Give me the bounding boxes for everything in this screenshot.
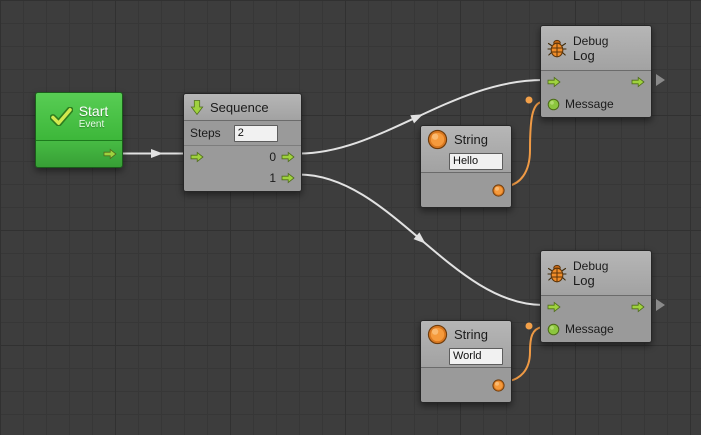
node-sequence[interactable]: Sequence Steps 0 1: [183, 93, 302, 192]
flow-continuation-arrow: [656, 74, 665, 86]
node-title: Start: [78, 102, 109, 119]
node-subtitle: Event: [78, 118, 105, 130]
node-title: String: [454, 131, 488, 147]
message-label: Message: [565, 322, 614, 336]
node-debug-log-bottom[interactable]: Debug Log Message: [540, 250, 652, 343]
flow-input-port[interactable]: [547, 301, 561, 313]
node-title: Log: [573, 272, 595, 288]
string-value-icon: [427, 324, 448, 345]
output-0-label: 0: [269, 149, 276, 164]
flow-output-port-1[interactable]: [281, 172, 295, 184]
string-value-input[interactable]: [449, 152, 503, 170]
flow-input-port[interactable]: [547, 76, 561, 88]
steps-label: Steps: [190, 126, 221, 140]
steps-input[interactable]: [233, 124, 278, 142]
wire-arrowhead: [151, 149, 163, 158]
wire-string-world-to-message-bottom[interactable]: [499, 326, 543, 383]
check-icon: [49, 107, 73, 126]
wire-arrowhead: [413, 232, 426, 244]
wire-endpoint-dot: [525, 322, 533, 330]
node-string-hello[interactable]: String: [420, 125, 512, 208]
output-1-label: 1: [269, 170, 276, 185]
wire-arrowhead: [410, 114, 424, 124]
flow-continuation-arrow: [656, 299, 665, 311]
string-output-port[interactable]: [492, 378, 505, 392]
sequence-down-arrow-icon: [190, 99, 204, 116]
flow-output-port[interactable]: [103, 148, 117, 160]
node-title: Sequence: [210, 99, 269, 115]
node-category: Debug: [573, 33, 609, 48]
flow-output-port-0[interactable]: [281, 151, 295, 163]
string-value-input[interactable]: [449, 347, 503, 365]
string-output-port[interactable]: [492, 183, 505, 197]
message-input-port[interactable]: [547, 323, 560, 336]
message-input-port[interactable]: [547, 98, 560, 111]
wire-endpoint-dot: [525, 96, 533, 104]
node-debug-log-top[interactable]: Debug Log Message: [540, 25, 652, 118]
bug-icon: [547, 264, 567, 283]
bug-icon: [547, 39, 567, 58]
flow-input-port[interactable]: [190, 151, 204, 163]
message-label: Message: [565, 97, 614, 111]
node-title: String: [454, 326, 488, 342]
node-start-event[interactable]: Start Event: [35, 92, 123, 168]
flow-output-port[interactable]: [631, 76, 645, 88]
flow-output-port[interactable]: [631, 301, 645, 313]
string-value-icon: [427, 129, 448, 150]
wire-string-hello-to-message-top[interactable]: [499, 101, 543, 188]
node-title: Log: [573, 47, 595, 63]
node-category: Debug: [573, 258, 609, 273]
node-string-world[interactable]: String: [420, 320, 512, 403]
